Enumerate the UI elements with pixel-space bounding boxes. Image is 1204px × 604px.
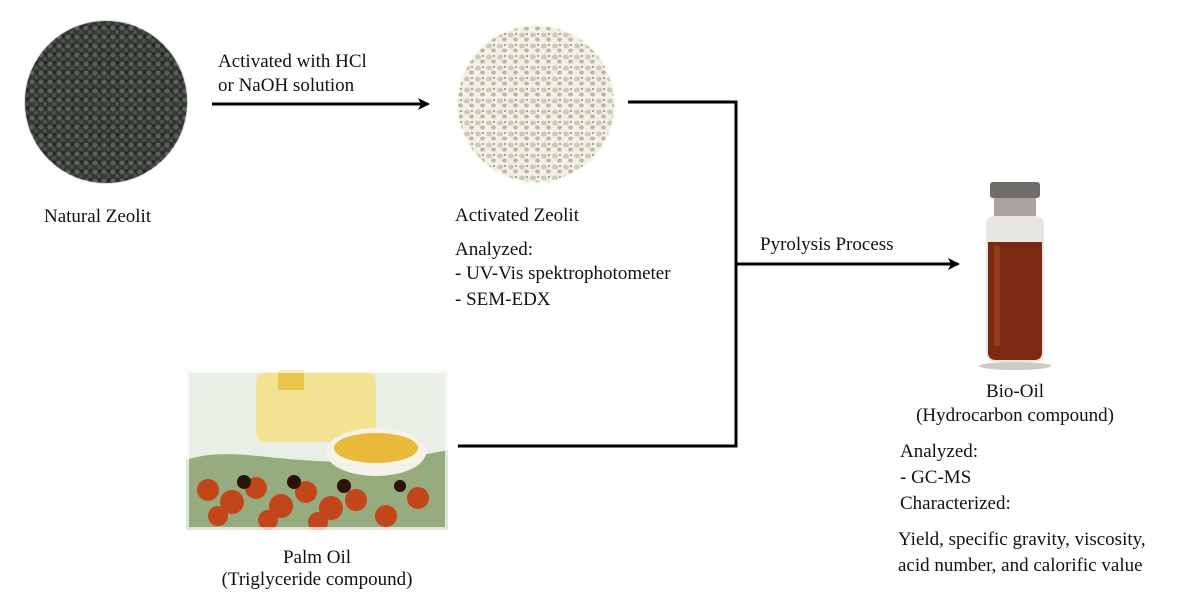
activated-zeolite-image: [452, 20, 620, 188]
palm-oil-sublabel: (Triglyceride compound): [221, 569, 413, 590]
activated-zeolite-label: Activated Zeolit: [455, 205, 579, 226]
natural-zeolite-label: Natural Zeolit: [44, 206, 152, 227]
zeolite-method-uvvis: - UV-Vis spektrophotometer: [455, 263, 671, 284]
palm-oil-connector-line: [458, 264, 738, 448]
palm-oil-label: Palm Oil: [282, 547, 352, 568]
bio-oil-analyzed-heading: Analyzed:: [900, 441, 979, 462]
pyrolysis-process-label: Pyrolysis Process: [760, 234, 894, 255]
bio-oil-characterized-line1: Yield, specific gravity, viscosity,: [898, 529, 1146, 550]
zeolite-method-sem: - SEM-EDX: [455, 289, 551, 310]
bio-oil-label: Bio-Oil: [985, 381, 1045, 402]
natural-zeolite-image: [20, 16, 192, 188]
bio-oil-bottle-image: [979, 182, 1051, 370]
bio-oil-method-gcms: - GC-MS: [900, 467, 972, 488]
palm-oil-image: [186, 370, 448, 530]
activation-label-line2: or NaOH solution: [218, 75, 355, 96]
zeolite-analyzed-heading: Analyzed:: [455, 239, 534, 260]
bio-oil-characterized-heading: Characterized:: [900, 493, 1011, 514]
bio-oil-sublabel: (Hydrocarbon compound): [916, 405, 1114, 426]
zeolite-connector-line: [628, 100, 738, 264]
bio-oil-characterized-line2: acid number, and calorific value: [898, 555, 1143, 576]
activation-label-line1: Activated with HCl: [218, 51, 367, 72]
